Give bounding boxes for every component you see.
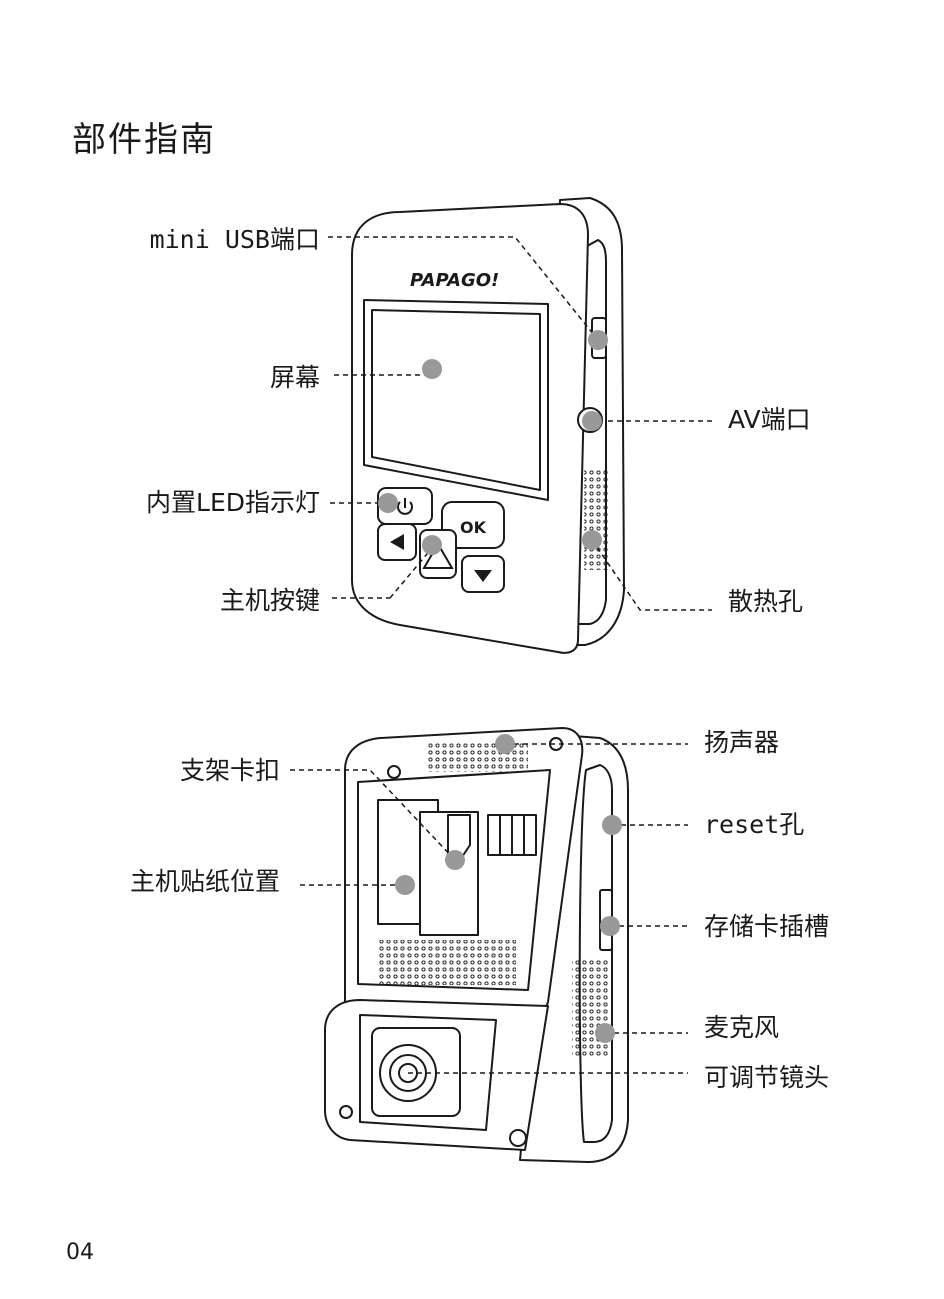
marker-vent — [582, 530, 602, 550]
marker-led — [378, 493, 398, 513]
down-arrow-icon — [474, 570, 492, 582]
label-mini-usb-port: mini USB端口 — [149, 225, 320, 254]
markers-top — [378, 330, 608, 555]
marker-av-port — [582, 411, 602, 431]
brand-logo: PAPAGO! — [410, 270, 499, 291]
label-mount-clip: 支架卡扣 — [179, 756, 280, 785]
marker-buttons — [422, 535, 442, 555]
marker-screen — [422, 359, 442, 379]
label-sticker-position: 主机贴纸位置 — [129, 867, 280, 896]
marker-reset — [602, 815, 622, 835]
label-reset-hole: reset孔 — [704, 810, 805, 839]
label-main-buttons: 主机按键 — [219, 586, 320, 615]
marker-mic — [595, 1023, 615, 1043]
bottom-vent-row — [378, 940, 516, 985]
warning-icon — [422, 542, 454, 569]
label-adjustable-lens: 可调节镜头 — [704, 1063, 830, 1092]
marker-card-slot — [600, 916, 620, 936]
page-number: 04 — [66, 1240, 94, 1265]
left-arrow-icon — [390, 534, 404, 550]
label-speaker: 扬声器 — [704, 728, 780, 757]
marker-mount-clip — [445, 850, 465, 870]
ok-button-label: OK — [460, 518, 487, 537]
back-view — [324, 727, 629, 1163]
markers-bottom — [395, 734, 622, 1043]
label-screen: 屏幕 — [269, 363, 320, 392]
microphone-holes — [572, 958, 608, 1058]
screen — [371, 309, 541, 491]
label-memory-card-slot: 存储卡插槽 — [704, 912, 830, 941]
ok-button — [441, 501, 505, 549]
page-title: 部件指南 — [72, 120, 216, 160]
marker-mini-usb — [588, 330, 608, 350]
label-microphone: 麦克风 — [704, 1013, 780, 1042]
marker-sticker — [395, 875, 415, 895]
label-vent-holes: 散热孔 — [728, 587, 804, 616]
vent-holes — [584, 470, 608, 570]
power-icon — [397, 498, 413, 515]
label-led-indicator: 内置LED指示灯 — [146, 488, 320, 517]
marker-speaker — [495, 734, 515, 754]
leader-lines-top — [328, 236, 712, 611]
leader-lines-bottom — [290, 743, 688, 1074]
label-av-port: AV端口 — [728, 405, 811, 434]
